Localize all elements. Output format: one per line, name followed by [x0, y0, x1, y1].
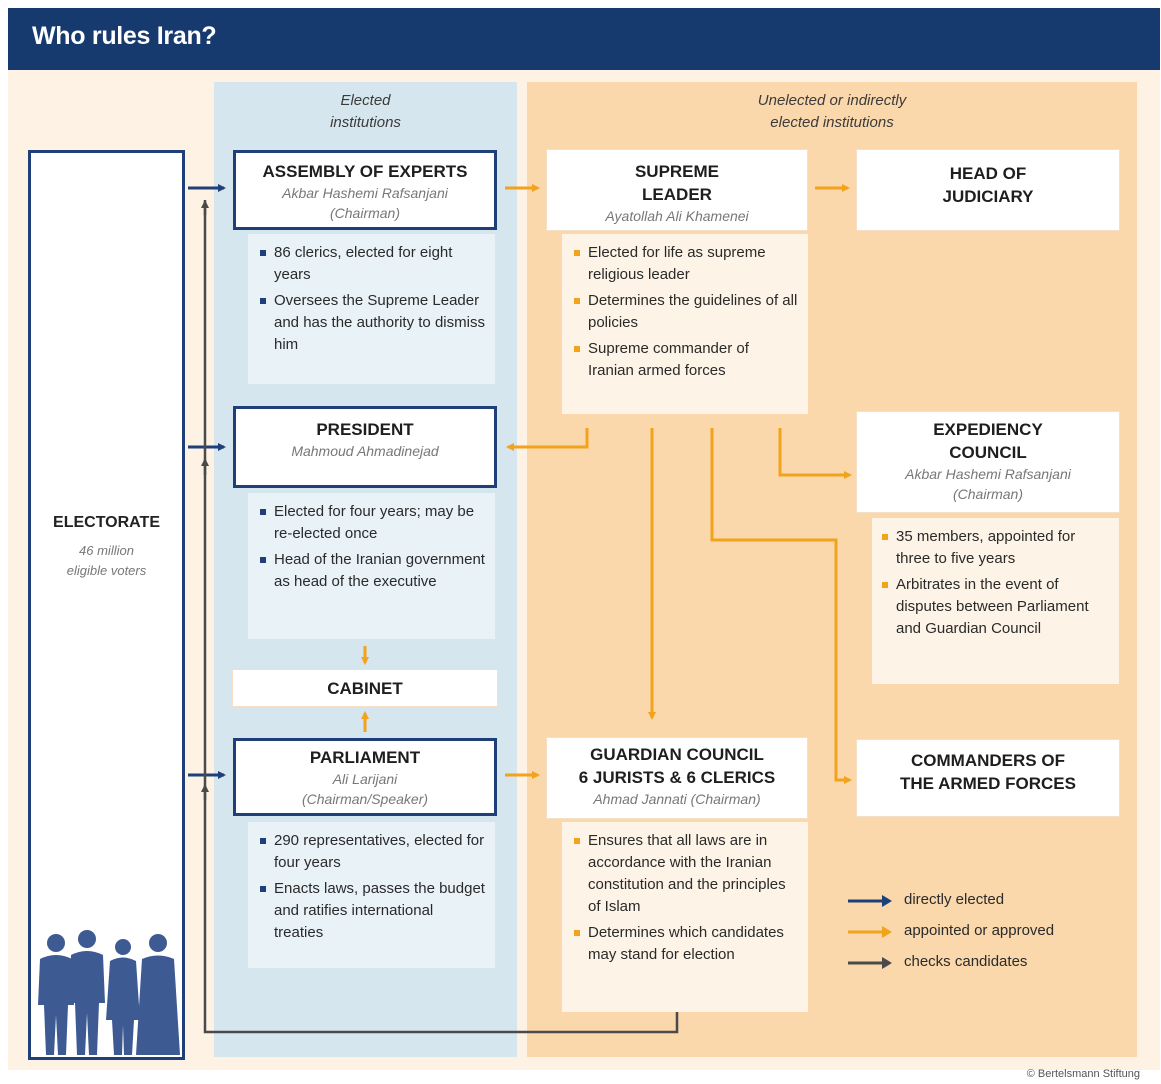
unelected-heading-line2: elected institutions: [770, 114, 894, 131]
elected-band-heading: Elected institutions: [214, 90, 517, 134]
electorate-sub-line1: 46 million: [79, 543, 134, 558]
elected-heading-line1: Elected: [340, 92, 391, 109]
guardian-council-box: GUARDIAN COUNCIL 6 JURISTS & 6 CLERICS A…: [547, 738, 807, 818]
president-box: PRESIDENT Mahmoud Ahmadinejad: [233, 406, 497, 488]
cabinet-title: CABINET: [327, 679, 403, 698]
supreme-leader-title-line1: SUPREME: [634, 162, 720, 181]
guardian-bullet: Ensures that all laws are in accordance …: [572, 830, 798, 918]
president-bullet: Elected for four years; may be re-electe…: [258, 501, 485, 545]
supreme-leader-bullet: Elected for life as supreme religious le…: [572, 242, 798, 286]
expediency-chair-role: (Chairman): [952, 486, 1023, 502]
president-title: PRESIDENT: [316, 420, 414, 439]
legend-label: directly elected: [904, 891, 1005, 908]
cabinet-box: CABINET: [233, 670, 497, 706]
supreme-leader-box: SUPREME LEADER Ayatollah Ali Khamenei: [547, 150, 807, 230]
expediency-details: 35 members, appointed for three to five …: [872, 518, 1119, 684]
arrow-leader-to-president: [506, 428, 589, 451]
legend: directly elected appointed or approved c…: [846, 888, 1126, 981]
assembly-chair-name: Akbar Hashemi Rafsanjani: [282, 185, 448, 201]
line-guardian-checks-candidates: [203, 200, 679, 1034]
commanders-box: COMMANDERS OF THE ARMED FORCES: [857, 740, 1119, 816]
electorate-box: [28, 150, 185, 1060]
president-bullet: Head of the Iranian government as head o…: [258, 549, 485, 593]
judiciary-title-line2: JUDICIARY: [942, 187, 1034, 206]
parliament-bullet: 290 representatives, elected for four ye…: [258, 830, 485, 874]
parliament-title: PARLIAMENT: [309, 748, 421, 767]
president-name: Mahmoud Ahmadinejad: [291, 443, 439, 459]
head-of-judiciary-box: HEAD OF JUDICIARY: [857, 150, 1119, 230]
president-details: Elected for four years; may be re-electe…: [248, 493, 495, 639]
supreme-leader-bullet: Determines the guidelines of all policie…: [572, 290, 798, 334]
guardian-details: Ensures that all laws are in accordance …: [562, 822, 808, 1012]
people-silhouette-icon: [38, 930, 180, 1055]
page-title: Who rules Iran?: [32, 22, 217, 50]
supreme-leader-bullet: Supreme commander of Iranian armed force…: [572, 338, 798, 382]
legend-row-directly-elected: directly elected: [846, 888, 1126, 919]
parliament-chair-name: Ali Larijani: [332, 771, 398, 787]
assembly-chair-role: (Chairman): [329, 205, 400, 221]
assembly-details: 86 clerics, elected for eight years Over…: [248, 234, 495, 384]
judiciary-title-line1: HEAD OF: [949, 164, 1027, 183]
guardian-title-line1: GUARDIAN COUNCIL: [590, 745, 764, 764]
legend-label: appointed or approved: [904, 922, 1055, 939]
supreme-leader-title-line2: LEADER: [642, 185, 712, 204]
supreme-leader-name: Ayatollah Ali Khamenei: [605, 208, 749, 224]
guardian-title-line2: 6 JURISTS & 6 CLERICS: [578, 768, 776, 787]
legend-label: checks candidates: [904, 953, 1028, 970]
copyright-notice: © Bertelsmann Stiftung: [1026, 1068, 1140, 1080]
guardian-bullet: Determines which candidates may stand fo…: [572, 922, 798, 966]
assembly-bullet: Oversees the Supreme Leader and has the …: [258, 290, 485, 356]
parliament-box: PARLIAMENT Ali Larijani (Chairman/Speake…: [233, 738, 497, 816]
legend-row-appointed: appointed or approved: [846, 919, 1126, 950]
electorate-label: ELECTORATE: [53, 514, 160, 531]
assembly-bullet: 86 clerics, elected for eight years: [258, 242, 485, 286]
electorate-subtitle: 46 million eligible voters: [28, 541, 185, 581]
assembly-title: ASSEMBLY OF EXPERTS: [262, 162, 468, 181]
title-bar: [8, 8, 1160, 70]
guardian-chair: Ahmad Jannati (Chairman): [593, 791, 761, 807]
parliament-bullet: Enacts laws, passes the budget and ratif…: [258, 878, 485, 944]
unelected-band-heading: Unelected or indirectly elected institut…: [527, 90, 1137, 134]
commanders-title-line2: THE ARMED FORCES: [900, 774, 1076, 793]
expediency-council-box: EXPEDIENCY COUNCIL Akbar Hashemi Rafsanj…: [857, 412, 1119, 512]
expediency-bullet: Arbitrates in the event of disputes betw…: [880, 574, 1111, 640]
supreme-leader-details: Elected for life as supreme religious le…: [562, 234, 808, 414]
arrow-leader-to-commanders: [710, 428, 852, 784]
elected-heading-line2: institutions: [330, 114, 401, 131]
orange-arrow-icon: [848, 926, 892, 938]
legend-row-checks-candidates: checks candidates: [846, 950, 1126, 981]
parliament-chair-role: (Chairman/Speaker): [301, 791, 429, 807]
arrow-leader-to-expediency: [778, 428, 852, 479]
expediency-title-line1: EXPEDIENCY: [933, 420, 1043, 439]
gray-arrow-icon: [848, 957, 892, 969]
expediency-title-line2: COUNCIL: [949, 443, 1027, 462]
blue-arrow-icon: [848, 895, 892, 907]
commanders-title-line1: COMMANDERS OF: [911, 751, 1065, 770]
unelected-heading-line1: Unelected or indirectly: [757, 92, 907, 109]
parliament-details: 290 representatives, elected for four ye…: [248, 822, 495, 968]
assembly-of-experts-box: ASSEMBLY OF EXPERTS Akbar Hashemi Rafsan…: [233, 150, 497, 230]
electorate-sub-line2: eligible voters: [66, 563, 147, 578]
expediency-bullet: 35 members, appointed for three to five …: [880, 526, 1111, 570]
expediency-chair-name: Akbar Hashemi Rafsanjani: [905, 466, 1071, 482]
